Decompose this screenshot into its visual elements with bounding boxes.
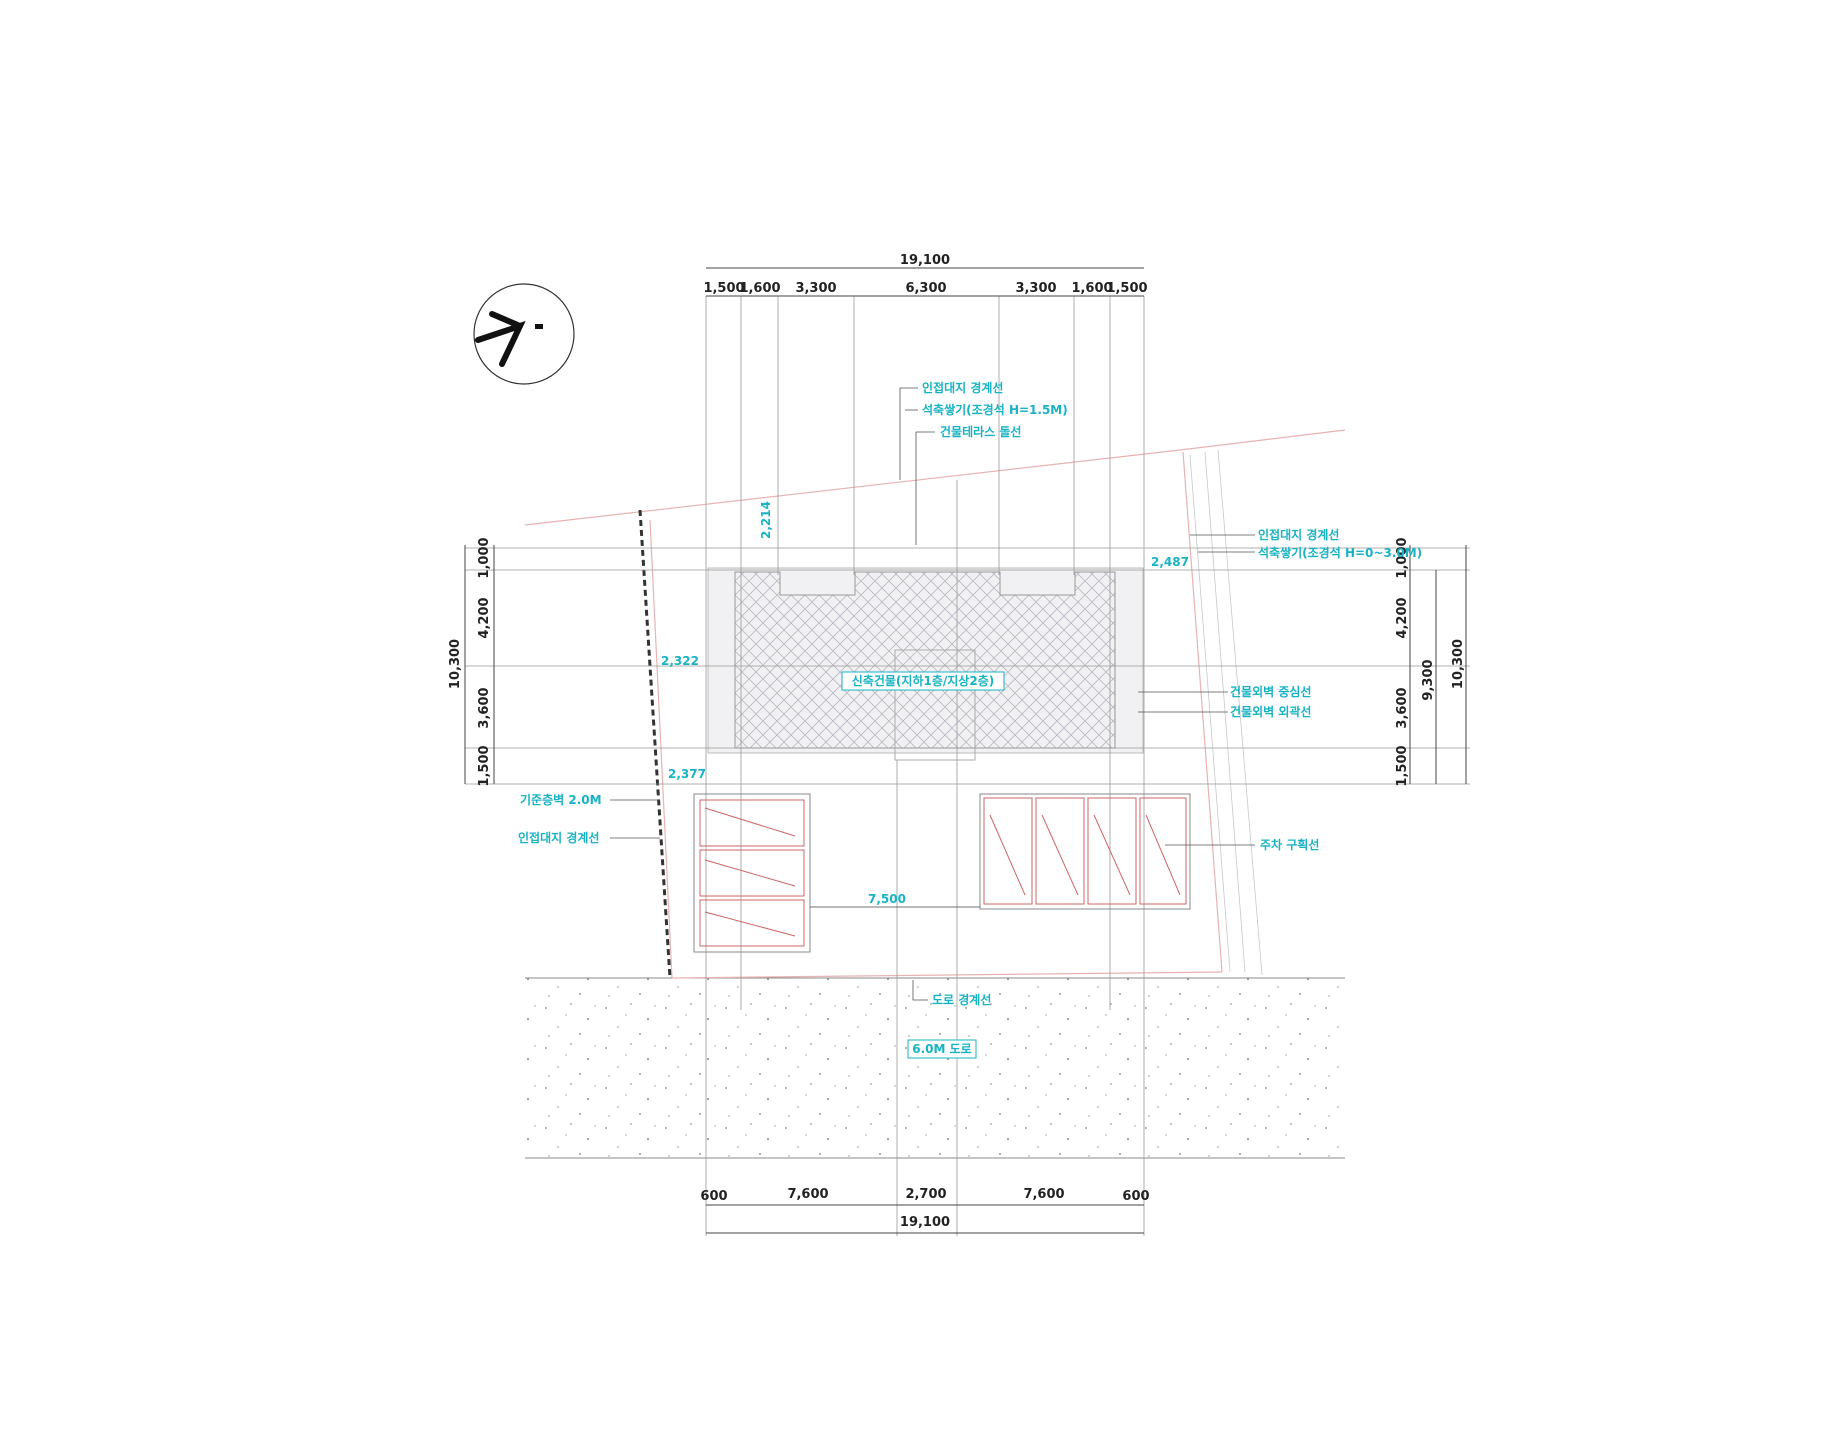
label-road-width: 6.0M 도로 xyxy=(912,1042,971,1056)
label-wall-outer-line: 건물외벽 외곽선 xyxy=(1230,704,1311,719)
north-arrow-icon xyxy=(473,283,575,385)
left-seg-4: 1,500 xyxy=(477,745,492,786)
top-seg-3: 3,300 xyxy=(795,281,836,296)
building-footprint xyxy=(707,567,1144,761)
parking-width-dim: 7,500 xyxy=(868,892,906,906)
setback-north-east: 2,487 xyxy=(1151,555,1189,569)
right-seg-1: 1,000 xyxy=(1395,537,1410,578)
top-seg-6: 1,600 xyxy=(1071,281,1112,296)
left-total-dim: 10,300 xyxy=(448,639,463,689)
label-adjacent-boundary-right: 인접대지 경계선 xyxy=(1258,527,1339,542)
parking-right xyxy=(979,793,1191,910)
label-retaining-wall-right: 석축쌓기(조경석 H=0~3.0M) xyxy=(1258,545,1422,560)
right-seg-4: 1,500 xyxy=(1395,745,1410,786)
right-seg-3: 3,600 xyxy=(1395,687,1410,728)
label-parking-line: 주차 구획선 xyxy=(1260,837,1319,852)
label-wall-center-line: 건물외벽 중심선 xyxy=(1230,684,1311,699)
bottom-seg-3: 2,700 xyxy=(905,1187,946,1202)
top-seg-2: 1,600 xyxy=(739,281,780,296)
top-seg-7: 1,500 xyxy=(1106,281,1147,296)
bottom-seg-1: 600 xyxy=(700,1189,727,1204)
setback-west-lower: 2,377 xyxy=(668,767,706,781)
parking-left xyxy=(693,793,811,953)
left-seg-1: 1,000 xyxy=(477,537,492,578)
right-total-dim: 10,300 xyxy=(1451,639,1466,689)
left-seg-2: 4,200 xyxy=(477,597,492,638)
grid-lines xyxy=(705,296,1145,1236)
top-dimension-lines xyxy=(706,267,1144,297)
setback-west-upper: 2,322 xyxy=(661,654,699,668)
bottom-dimension-lines xyxy=(706,1204,1144,1234)
top-total-dim: 19,100 xyxy=(900,253,950,268)
bottom-seg-5: 600 xyxy=(1122,1189,1149,1204)
label-building-balcony-line: 건물테라스 돌선 xyxy=(940,424,1021,439)
horizontal-grid-lines xyxy=(465,547,1470,785)
label-building-name: 신축건물(지하1층/지상2층) xyxy=(852,673,994,688)
right-sub-dim: 9,300 xyxy=(1421,659,1436,700)
label-retaining-wall-top: 석축쌓기(조경석 H=1.5M) xyxy=(922,402,1068,417)
right-dimension-lines xyxy=(1409,545,1467,784)
bottom-total-dim: 19,100 xyxy=(900,1215,950,1230)
top-seg-5: 3,300 xyxy=(1015,281,1056,296)
left-dimension-lines xyxy=(464,545,495,784)
label-setback-standard: 기준층벽 2.0M xyxy=(520,792,602,807)
label-road-boundary: 도로 경계선 xyxy=(932,992,991,1007)
leader-lines xyxy=(610,387,1255,1001)
left-boundary-dashed xyxy=(638,509,672,979)
bottom-seg-2: 7,600 xyxy=(787,1187,828,1202)
top-seg-4: 6,300 xyxy=(905,281,946,296)
bottom-seg-4: 7,600 xyxy=(1023,1187,1064,1202)
left-seg-3: 3,600 xyxy=(477,687,492,728)
top-seg-1: 1,500 xyxy=(703,281,744,296)
label-adjacent-boundary-top: 인접대지 경계선 xyxy=(922,380,1003,395)
label-adjacent-boundary-left: 인접대지 경계선 xyxy=(518,830,599,845)
right-seg-2: 4,200 xyxy=(1395,597,1410,638)
road-area xyxy=(525,978,1345,1158)
setback-north: 2,214 xyxy=(759,501,773,539)
